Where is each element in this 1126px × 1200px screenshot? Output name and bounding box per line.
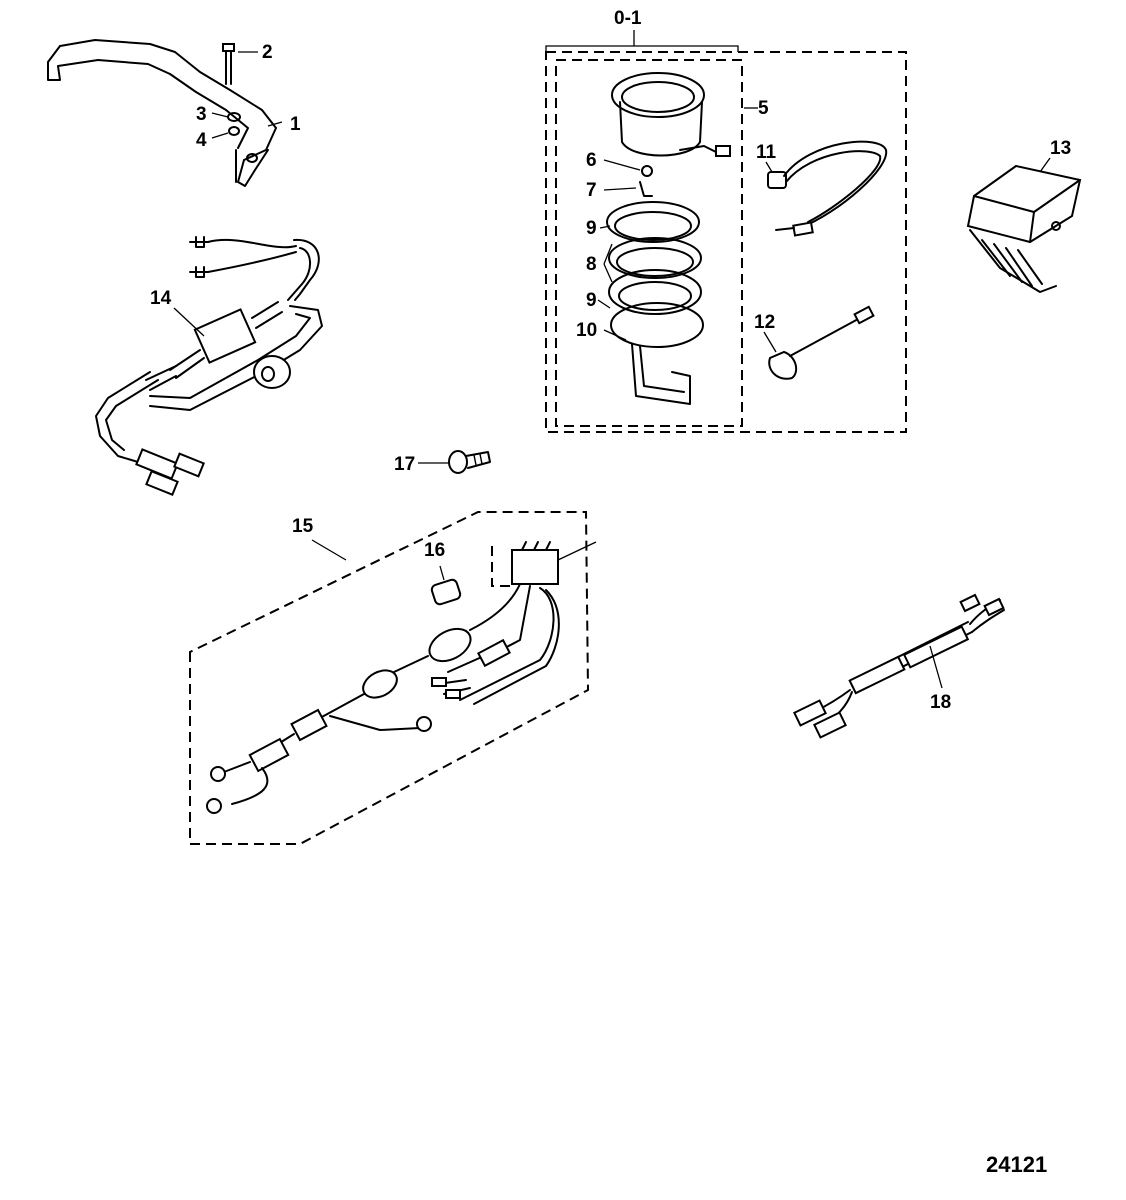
reference-number: 24121: [986, 1152, 1047, 1177]
callout-9-lower: 9: [586, 290, 597, 311]
callout-5: 5: [758, 98, 769, 119]
callout-2: 2: [262, 42, 273, 63]
group-boundary-0-1: [555, 59, 743, 427]
callout-13: 13: [1050, 138, 1071, 159]
callout-6: 6: [586, 150, 597, 171]
callout-12: 12: [754, 312, 775, 333]
extension-lead-18: [793, 593, 1005, 739]
callout-10: 10: [576, 320, 597, 341]
gauge-6-7-8-9-10: [606, 72, 731, 405]
callout-17: 17: [394, 454, 415, 475]
callout-14: 14: [150, 288, 172, 309]
sender-lead-11: [767, 140, 888, 237]
sender-12: [768, 305, 875, 380]
fuse-16: [430, 578, 462, 606]
screw-17: [418, 450, 491, 474]
bolt-2: [222, 43, 235, 85]
callout-18: 18: [930, 692, 951, 713]
callout-0-1: 0-1: [614, 8, 642, 29]
callout-15: 15: [292, 516, 314, 537]
callout-3: 3: [196, 104, 207, 125]
group-boundary-15: [189, 511, 590, 845]
callout-8: 8: [586, 254, 597, 275]
callout-11: 11: [756, 142, 777, 163]
callout-4: 4: [196, 130, 207, 151]
group-boundary-5: [545, 51, 907, 433]
nut-4: [228, 126, 240, 136]
callout-1: 1: [290, 114, 301, 135]
module-13: [966, 164, 1082, 293]
callout-9-upper: 9: [586, 218, 597, 239]
wiring-harness-14: [95, 236, 323, 497]
harness-15: [206, 541, 597, 814]
mounting-bracket: [47, 39, 277, 187]
callout-7: 7: [586, 180, 597, 201]
callout-16: 16: [424, 540, 445, 561]
